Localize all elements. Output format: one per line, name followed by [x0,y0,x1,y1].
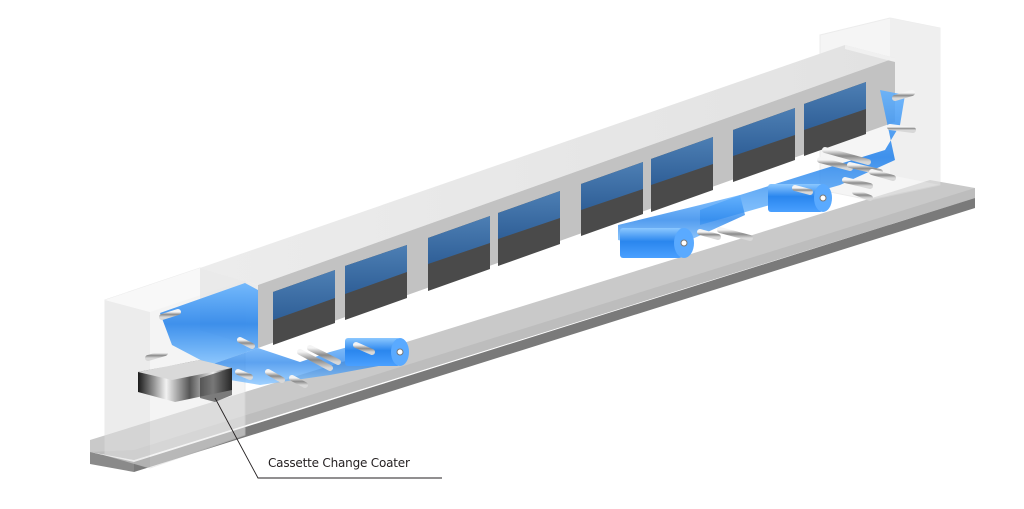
callout-leader-line [214,397,442,479]
guide-rollers [145,90,916,388]
callout-cassette-change-coater: Cassette Change Coater [268,456,410,470]
rewind-roll-middle [620,228,694,258]
base-platform [90,180,975,472]
cassette-coater-head [138,360,232,402]
rewind-roll-left [345,338,409,366]
oven-window-panels [273,82,866,345]
